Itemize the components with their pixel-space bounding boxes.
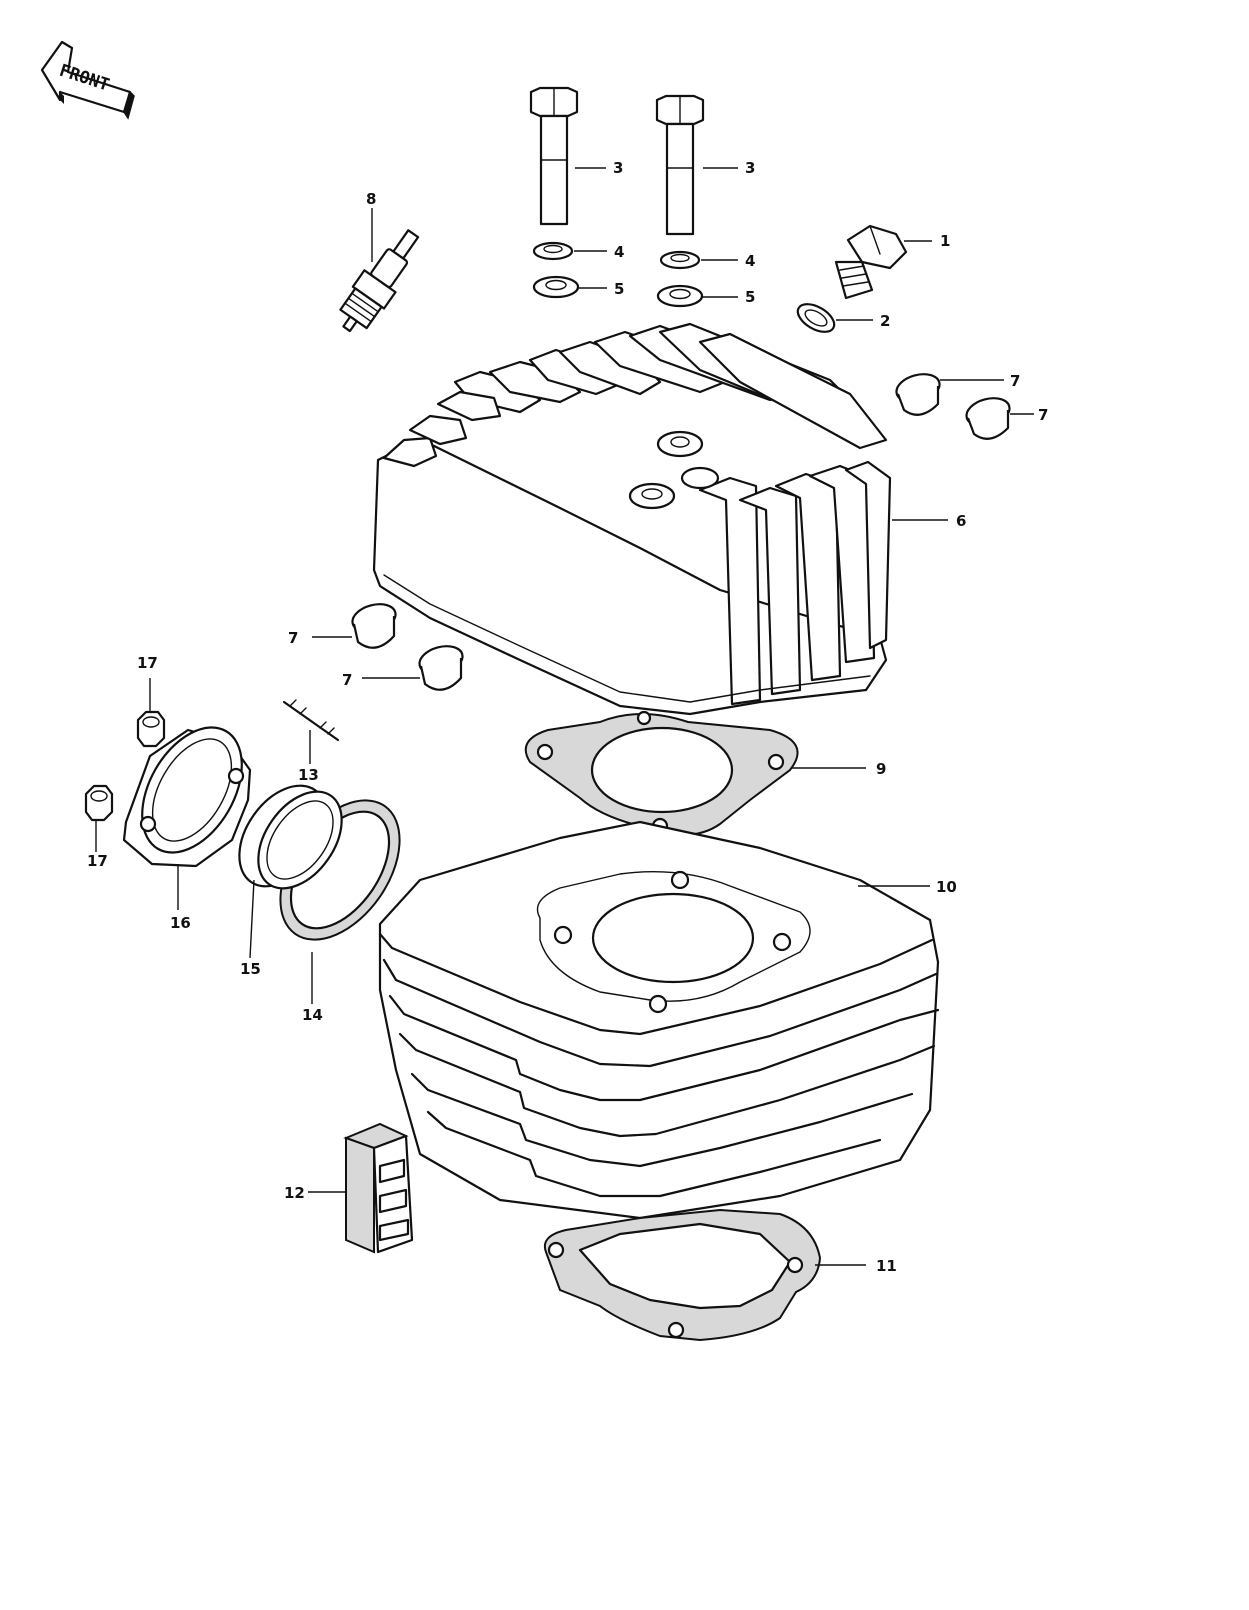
cylinder-10 <box>378 820 940 1220</box>
stud-13 <box>282 699 340 742</box>
nut-17b <box>84 784 114 822</box>
label-7d: 7 <box>342 671 352 689</box>
block-12 <box>343 1122 414 1254</box>
label-17b: 17 <box>87 852 108 870</box>
label-7a: 7 <box>1010 372 1020 390</box>
label-11: 11 <box>876 1257 897 1275</box>
dowel-pin-7b <box>965 397 1011 440</box>
label-5a: 5 <box>614 280 624 298</box>
label-2: 2 <box>880 312 890 330</box>
label-3b: 3 <box>745 159 755 177</box>
callout-labels: 1 2 3 3 4 4 5 5 6 7 7 7 7 8 9 10 11 12 1… <box>87 159 1048 1275</box>
cylinder-head-6 <box>372 322 892 716</box>
label-5b: 5 <box>745 288 755 306</box>
label-7b: 7 <box>1038 406 1048 424</box>
plug-bolt-1 <box>834 224 908 300</box>
label-10: 10 <box>936 878 957 896</box>
label-9: 9 <box>876 760 886 778</box>
front-arrow-icon <box>40 40 135 120</box>
label-1: 1 <box>940 232 950 250</box>
label-16: 16 <box>170 914 191 932</box>
front-indicator: FRONT <box>40 40 135 120</box>
head-gasket-9 <box>524 710 799 836</box>
dowel-pin-7c <box>351 603 397 649</box>
flat-washer-5-left <box>532 275 580 299</box>
label-15: 15 <box>240 960 261 978</box>
label-7c: 7 <box>288 629 298 647</box>
base-gasket-11 <box>544 1208 822 1342</box>
washer-2 <box>796 303 836 333</box>
label-17a: 17 <box>137 654 158 672</box>
dowel-pin-7a <box>895 373 941 416</box>
label-14: 14 <box>302 1006 323 1024</box>
label-8: 8 <box>366 190 376 208</box>
label-4b: 4 <box>745 252 755 270</box>
flange-16 <box>122 726 252 868</box>
label-4a: 4 <box>614 243 624 261</box>
insulator-15 <box>238 784 343 890</box>
dowel-pin-7d <box>418 645 464 691</box>
lock-washer-4-right <box>659 250 701 270</box>
nut-17a <box>136 710 166 748</box>
label-3a: 3 <box>613 159 623 177</box>
lock-washer-4-left <box>532 241 574 261</box>
label-12: 12 <box>284 1184 305 1202</box>
label-6: 6 <box>956 512 966 530</box>
bolt-3-right <box>655 94 705 236</box>
leader-lines <box>95 167 1034 1266</box>
bolt-3-left <box>529 86 579 226</box>
spark-plug-8 <box>339 229 420 333</box>
label-13: 13 <box>298 766 319 784</box>
flat-washer-5-right <box>656 284 704 308</box>
